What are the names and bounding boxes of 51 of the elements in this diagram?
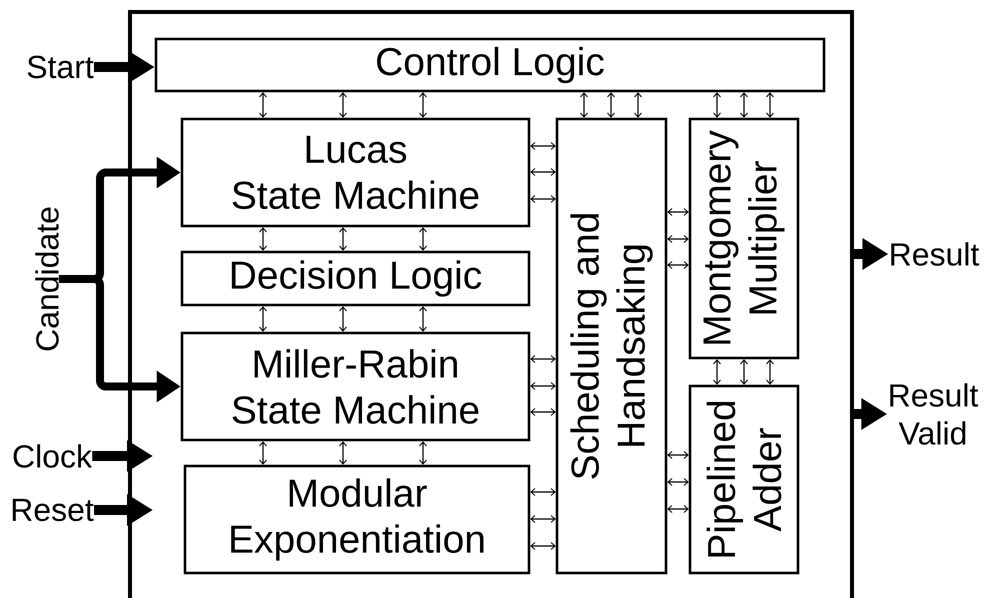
module-box: Control Logic xyxy=(154,38,826,92)
double-arrow xyxy=(530,408,556,416)
signal-label: Clock xyxy=(14,444,92,468)
double-arrow xyxy=(740,92,748,118)
double-arrow xyxy=(713,359,721,385)
double-arrow xyxy=(530,515,556,523)
double-arrow xyxy=(667,208,689,216)
signal-label: Reset xyxy=(12,498,94,522)
signal-label: Candidate xyxy=(35,208,59,350)
module-box: Pipelined Adder xyxy=(688,384,800,574)
double-arrow xyxy=(419,92,427,118)
signal-label: Result xyxy=(891,242,980,266)
double-arrow xyxy=(530,488,556,496)
double-arrow xyxy=(419,441,427,465)
module-box: Modular Exponentiation xyxy=(184,464,530,574)
double-arrow xyxy=(580,92,588,118)
signal-label: Start xyxy=(28,56,94,78)
module-box: Miller-Rabin State Machine xyxy=(180,332,530,442)
double-arrow xyxy=(667,451,689,459)
system-boundary-box xyxy=(128,10,854,598)
double-arrow xyxy=(339,92,347,118)
double-arrow xyxy=(607,92,615,118)
double-arrow xyxy=(530,542,556,550)
double-arrow xyxy=(530,355,556,363)
double-arrow xyxy=(667,261,689,269)
double-arrow xyxy=(667,478,689,486)
double-arrow xyxy=(259,441,267,465)
signal-label: Result Valid xyxy=(890,383,978,445)
double-arrow xyxy=(259,92,267,118)
double-arrow xyxy=(740,359,748,385)
double-arrow xyxy=(530,195,556,203)
module-box: Montgomery Multiplier xyxy=(688,118,800,360)
double-arrow xyxy=(259,227,267,251)
double-arrow xyxy=(259,306,267,332)
double-arrow xyxy=(634,92,642,118)
double-arrow xyxy=(530,142,556,150)
double-arrow xyxy=(766,92,774,118)
double-arrow xyxy=(667,235,689,243)
module-box: Decision Logic xyxy=(180,250,530,306)
double-arrow xyxy=(339,441,347,465)
double-arrow xyxy=(713,92,721,118)
double-arrow xyxy=(419,227,427,251)
module-box: Scheduling and Handsaking xyxy=(556,118,668,574)
double-arrow xyxy=(766,359,774,385)
double-arrow xyxy=(667,505,689,513)
double-arrow xyxy=(339,227,347,251)
double-arrow xyxy=(419,306,427,332)
double-arrow xyxy=(339,306,347,332)
double-arrow xyxy=(530,382,556,390)
double-arrow xyxy=(530,168,556,176)
module-box: Lucas State Machine xyxy=(180,118,530,228)
